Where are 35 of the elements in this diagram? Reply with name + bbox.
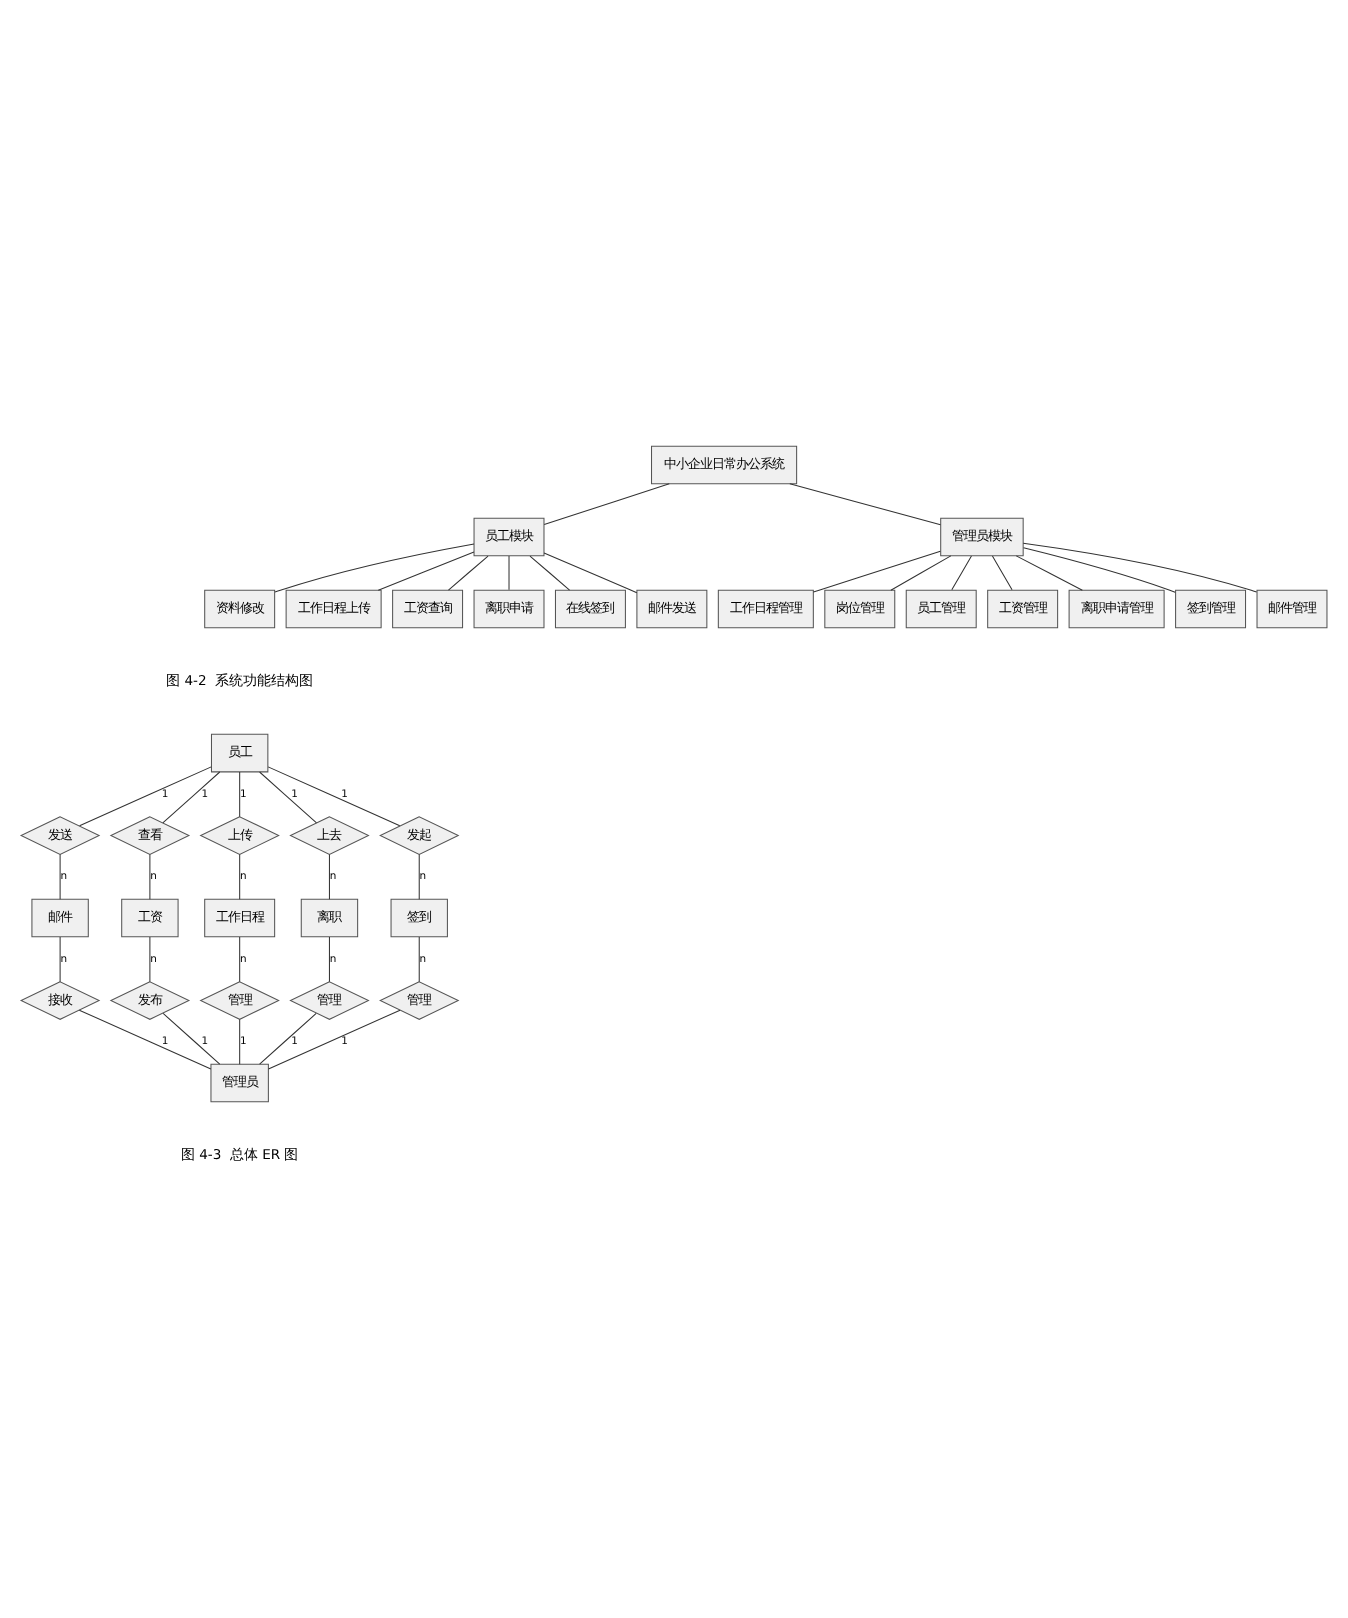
connector — [418, 852, 420, 899]
connector — [543, 482, 670, 525]
connector — [543, 551, 638, 593]
connector — [259, 770, 318, 823]
connector — [1023, 546, 1176, 592]
connector — [890, 554, 952, 590]
connector — [447, 554, 489, 590]
connector — [149, 935, 151, 982]
connector — [267, 765, 401, 826]
connector — [59, 852, 61, 899]
connector — [239, 1017, 241, 1064]
connector — [328, 852, 330, 899]
connector — [59, 935, 61, 982]
connector — [162, 770, 221, 823]
connector — [812, 549, 941, 592]
connector — [1015, 554, 1083, 590]
connector — [991, 554, 1013, 590]
connector — [78, 1008, 212, 1069]
connector — [239, 770, 241, 817]
connector — [274, 542, 475, 592]
connector — [377, 550, 475, 590]
connector — [951, 554, 972, 590]
connector — [789, 482, 942, 525]
connector — [529, 554, 571, 590]
connector — [79, 765, 212, 826]
connector — [239, 852, 241, 899]
connector — [508, 554, 510, 590]
connector — [259, 1011, 317, 1064]
connector — [267, 1008, 401, 1069]
connector — [1022, 541, 1258, 592]
connector — [328, 935, 330, 982]
connector — [239, 935, 241, 982]
connector — [162, 1011, 221, 1064]
connector — [149, 852, 151, 899]
connector — [418, 935, 420, 982]
